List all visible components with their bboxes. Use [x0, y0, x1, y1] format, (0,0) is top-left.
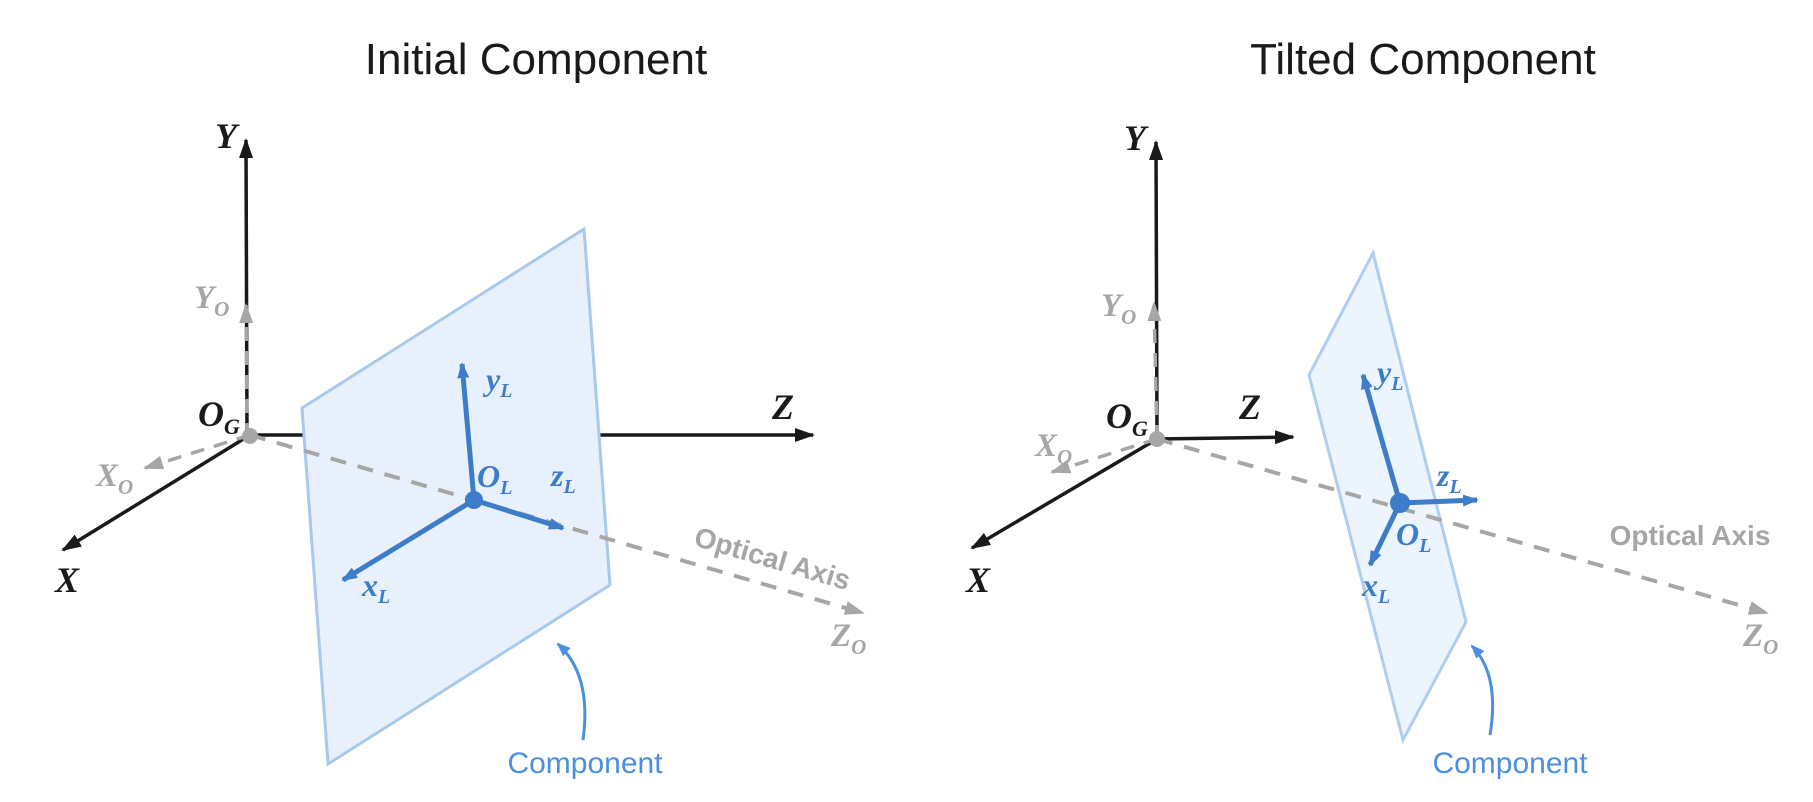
x-axis-label: X: [54, 560, 80, 600]
component-callout-arrow: [1470, 644, 1495, 736]
z-axis: [1156, 430, 1295, 445]
x-axis-label: X: [965, 560, 991, 600]
optical-x-label: XO: [95, 458, 133, 499]
optical-z-label: ZO: [1742, 618, 1778, 659]
y-axis-label: Y: [1124, 118, 1149, 158]
global-origin-dot: [242, 428, 258, 444]
x-axis: [61, 433, 251, 552]
optical-y-label: YO: [194, 280, 229, 321]
local-y-axis: [457, 362, 477, 501]
local-z-axis: [1399, 494, 1479, 507]
local-x-axis: [341, 497, 476, 583]
initial-component-diagram: Initial Component Y X Z OG YO XO ZO yL z…: [54, 35, 866, 780]
local-y-label: yL: [1373, 354, 1403, 395]
global-origin-label: OG: [1106, 396, 1148, 441]
z-axis-label: Z: [1238, 387, 1261, 427]
global-origin-dot: [1149, 431, 1165, 447]
local-origin-dot: [465, 491, 483, 509]
local-origin-dot: [1390, 493, 1410, 513]
local-x-label: xL: [361, 567, 390, 608]
z-axis-label: Z: [771, 387, 794, 427]
component-label: Component: [1432, 747, 1588, 780]
y-axis-label: Y: [215, 116, 240, 156]
optical-x-axis: [143, 433, 251, 470]
local-x-axis: [1367, 501, 1403, 567]
initial-diagram-title: Initial Component: [365, 35, 707, 84]
optical-axis-line: [1156, 437, 1769, 615]
local-origin-label: OL: [477, 458, 512, 499]
local-x-label: xL: [1361, 567, 1390, 608]
component-label: Component: [507, 747, 663, 780]
y-axis: [239, 138, 254, 438]
x-axis: [970, 437, 1158, 550]
component-plane: [300, 226, 612, 767]
tilted-diagram-title: Tilted Component: [1250, 35, 1596, 84]
tilted-component-diagram: Tilted Component Y X Z OG YO XO ZO yL zL: [965, 35, 1778, 780]
local-z-label: zL: [550, 457, 576, 498]
local-y-axis: [1360, 373, 1403, 504]
local-y-label: yL: [482, 361, 512, 402]
optical-x-label: XO: [1034, 428, 1072, 469]
optical-x-axis: [1050, 437, 1158, 474]
local-z-label: zL: [1436, 457, 1462, 498]
component-callout-arrow: [556, 642, 587, 741]
local-z-axis: [473, 497, 565, 531]
y-axis: [1149, 140, 1164, 440]
optical-z-label: ZO: [830, 618, 866, 659]
global-origin-label: OG: [198, 394, 240, 439]
local-origin-label: OL: [1396, 516, 1431, 557]
component-plane: [1307, 248, 1468, 745]
optical-y-label: YO: [1101, 288, 1136, 329]
optical-axis-label: Optical Axis: [1610, 520, 1771, 551]
